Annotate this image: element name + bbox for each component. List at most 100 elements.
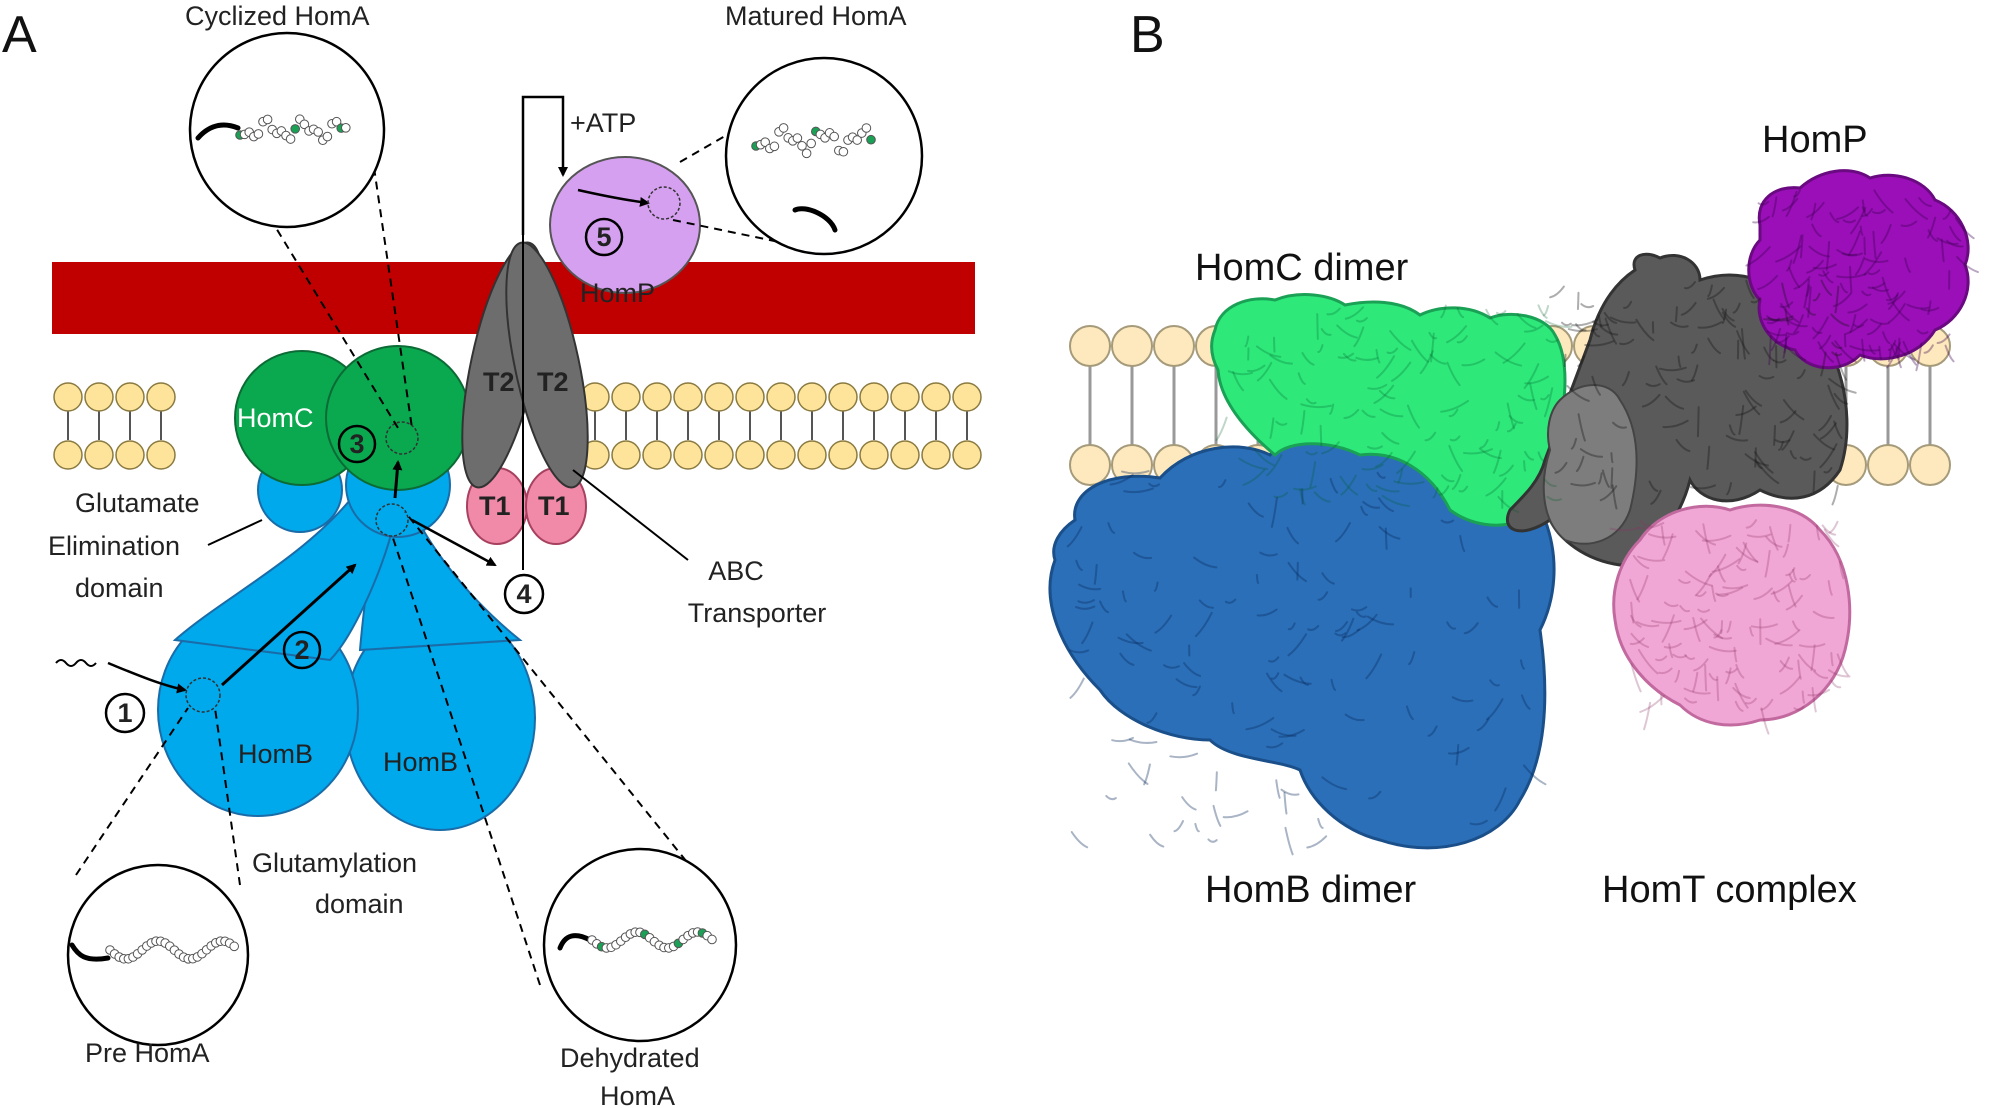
- surface-groove: [1662, 533, 1674, 560]
- surface-groove: [1461, 358, 1486, 367]
- surface-groove: [1648, 480, 1659, 492]
- label-dehydrated-1: Dehydrated: [560, 1043, 700, 1073]
- surface-groove: [1549, 285, 1565, 299]
- surface-groove: [1940, 238, 1945, 263]
- surface-groove: [1317, 817, 1324, 829]
- surface-groove: [1506, 402, 1516, 430]
- surface-texture: [1066, 189, 1979, 856]
- surface-groove: [1563, 353, 1567, 367]
- surface-groove: [1287, 561, 1307, 583]
- surface-groove: [1843, 318, 1869, 336]
- surface-groove: [1737, 542, 1748, 565]
- surface-groove: [1309, 461, 1317, 489]
- label-glutamate-3: domain: [75, 573, 164, 603]
- surface-groove: [1485, 477, 1507, 497]
- surface-groove: [1378, 497, 1395, 513]
- surface-groove: [1732, 302, 1741, 314]
- surface-groove: [1486, 596, 1499, 608]
- surface-groove: [1217, 479, 1227, 488]
- cleaved-leader: [792, 206, 838, 233]
- homp-surface: [1747, 169, 1970, 370]
- surface-groove: [1227, 370, 1254, 376]
- surface-groove: [1375, 451, 1393, 468]
- surface-groove: [1944, 344, 1955, 363]
- surface-groove: [1721, 308, 1728, 324]
- surface-groove: [1674, 306, 1678, 323]
- surface-groove: [1954, 217, 1975, 240]
- surface-groove: [1825, 240, 1831, 272]
- surface-groove: [1408, 651, 1416, 666]
- surface-groove: [1597, 472, 1603, 485]
- surface-groove: [1255, 345, 1282, 358]
- surface-groove: [1684, 697, 1698, 704]
- surface-groove: [1077, 599, 1095, 604]
- lipid-head: [828, 440, 858, 470]
- site-glutamylation: [185, 677, 221, 713]
- surface-groove: [1340, 617, 1355, 642]
- surface-groove: [1612, 421, 1627, 429]
- lipid-head: [890, 440, 920, 470]
- surface-groove: [1792, 568, 1798, 581]
- surface-groove: [1660, 525, 1666, 546]
- label-homc-dimer: HomC dimer: [1195, 247, 1409, 289]
- surface-groove: [1861, 199, 1866, 213]
- surface-groove: [1817, 341, 1834, 363]
- surface-groove: [1639, 519, 1652, 527]
- surface-groove: [1636, 621, 1660, 628]
- surface-groove: [1867, 282, 1886, 289]
- surface-groove: [1181, 796, 1197, 811]
- surface-groove: [1566, 385, 1590, 402]
- lipid-head: [859, 382, 889, 412]
- surface-groove: [1847, 230, 1861, 257]
- surface-groove: [1215, 416, 1228, 442]
- surface-groove: [1163, 664, 1180, 669]
- surface-groove: [1778, 656, 1790, 673]
- surface-groove: [1807, 688, 1831, 697]
- surface-groove: [1833, 392, 1849, 405]
- lipid-head: [84, 440, 114, 470]
- surface-groove: [1293, 485, 1317, 491]
- surface-groove: [1300, 409, 1306, 435]
- surface-groove: [1320, 441, 1340, 455]
- surface-groove: [1405, 705, 1414, 721]
- surface-groove: [1198, 599, 1214, 609]
- surface-groove: [1448, 408, 1459, 418]
- surface-groove: [1463, 622, 1479, 635]
- surface-groove: [1813, 670, 1829, 679]
- surface-groove: [1356, 613, 1378, 632]
- surface-groove: [1353, 326, 1365, 348]
- arrow-step-3: [392, 460, 403, 499]
- surface-groove: [1863, 251, 1883, 276]
- surface-groove: [1650, 489, 1662, 505]
- surface-groove: [1742, 390, 1761, 416]
- surface-groove: [1872, 209, 1886, 215]
- surface-groove: [1725, 434, 1749, 442]
- surface-groove: [1793, 189, 1801, 198]
- surface-groove: [1632, 554, 1650, 570]
- surface-groove: [1334, 632, 1347, 637]
- surface-groove: [1880, 224, 1892, 244]
- surface-groove: [1803, 278, 1810, 309]
- surface-groove: [1523, 764, 1547, 786]
- lipid-head: [890, 382, 920, 412]
- surface-groove: [1246, 364, 1266, 373]
- surface-groove: [1753, 451, 1774, 474]
- surface-groove: [1575, 323, 1587, 332]
- surface-groove: [1278, 729, 1305, 738]
- surface-groove: [1299, 488, 1306, 506]
- surface-groove: [1081, 621, 1094, 645]
- surface-groove: [1570, 437, 1578, 450]
- surface-groove: [1329, 477, 1339, 494]
- surface-groove: [1831, 484, 1839, 506]
- surface-groove: [1579, 448, 1604, 458]
- surface-groove: [1697, 321, 1723, 329]
- surface-groove: [1571, 318, 1598, 327]
- surface-groove: [1341, 628, 1361, 639]
- surface-groove: [1340, 474, 1357, 496]
- surface-groove: [1337, 352, 1355, 359]
- surface-groove: [1664, 395, 1685, 410]
- surface-groove: [1637, 555, 1666, 562]
- residue-bead: [797, 141, 807, 151]
- surface-groove: [1301, 352, 1315, 366]
